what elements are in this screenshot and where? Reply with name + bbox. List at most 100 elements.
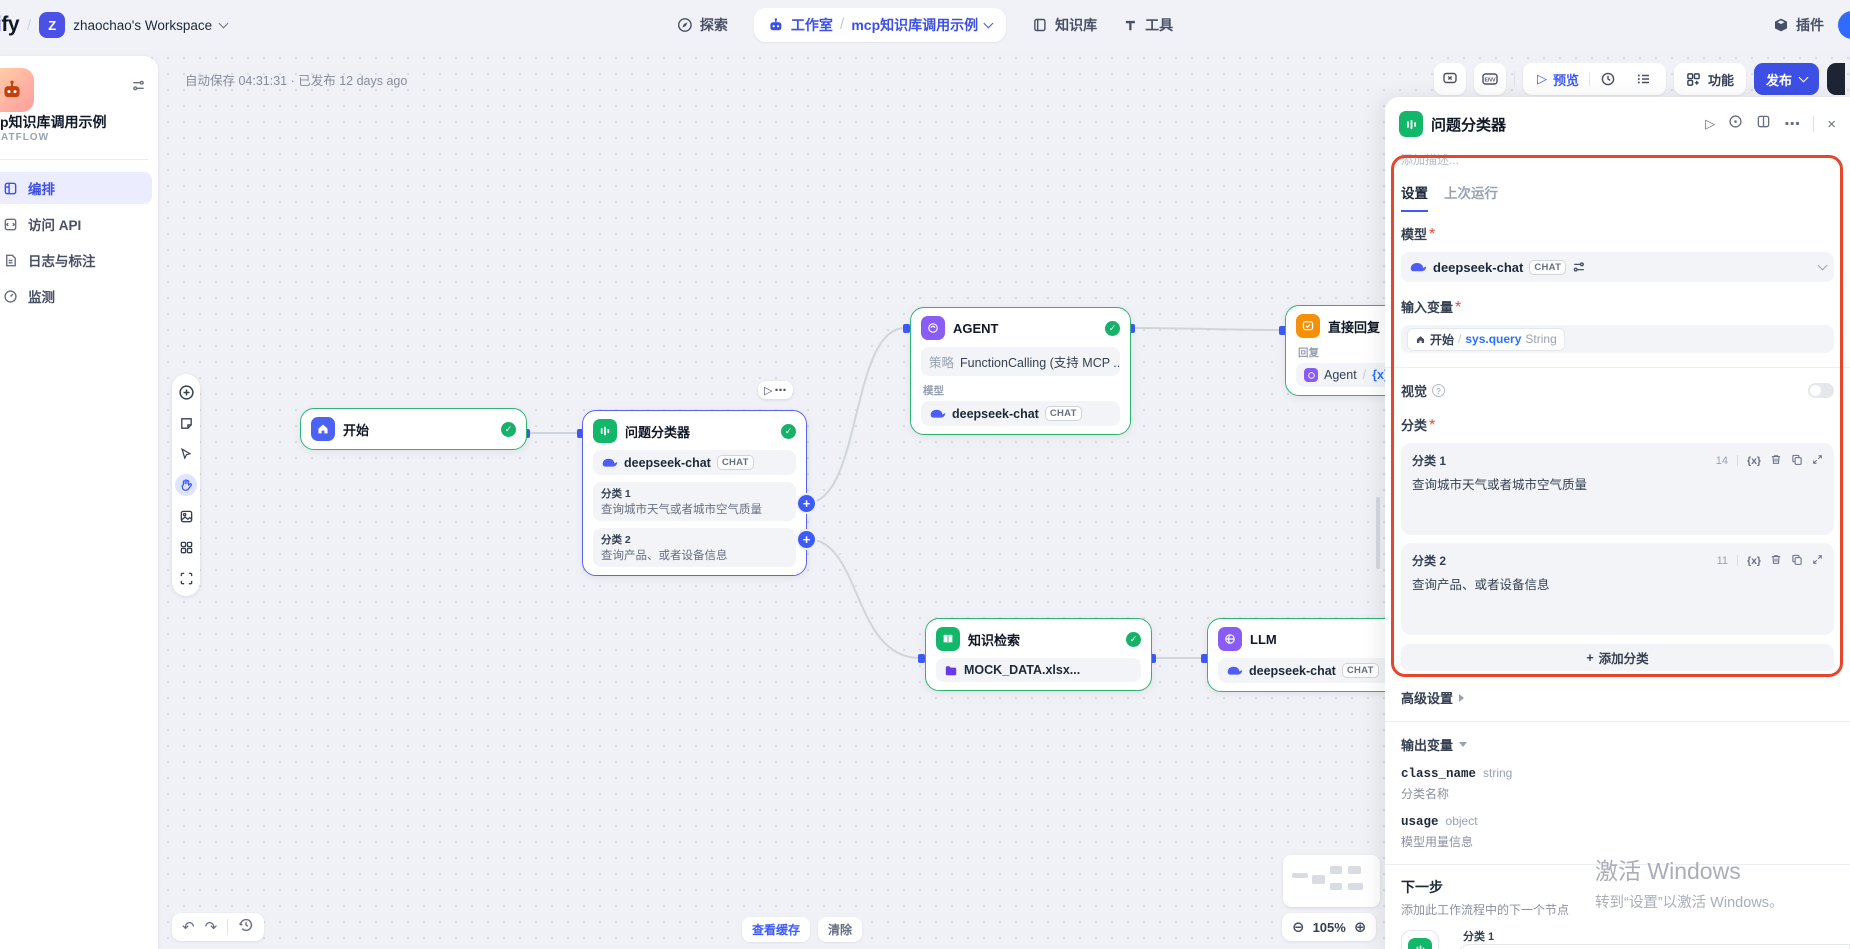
sidebar-item-logs[interactable]: 日志与标注 [0, 244, 152, 276]
zoom-out-icon[interactable]: ⊖ [1292, 919, 1305, 936]
home-icon [1415, 334, 1426, 345]
nav-tools[interactable]: 工具 [1123, 15, 1173, 35]
input-variable-selector[interactable]: 开始 / sys.query String [1401, 325, 1834, 353]
plus-icon: + [1586, 650, 1594, 665]
export-image-button[interactable] [175, 505, 197, 527]
expand-icon[interactable] [1812, 554, 1823, 568]
trash-icon[interactable] [1770, 453, 1782, 469]
add-node-button[interactable] [175, 381, 197, 403]
env-variables-button[interactable]: ENV [1473, 63, 1506, 95]
model-name: deepseek-chat [952, 406, 1039, 421]
next-step-preview: 分类 1 Agent [1401, 928, 1850, 949]
output-variable-toggle[interactable]: 输出变量 [1401, 735, 1834, 754]
preview-button[interactable]: ▷ 预览 [1527, 63, 1589, 95]
clear-cache-button[interactable]: 清除 [818, 917, 863, 942]
tab-settings[interactable]: 设置 [1401, 182, 1428, 212]
canvas-tool-rail [172, 374, 200, 596]
app-icon[interactable] [0, 68, 34, 112]
view-cache-button[interactable]: 查看缓存 [742, 917, 811, 942]
run-history-button[interactable] [1590, 63, 1626, 95]
model-params-icon[interactable] [1572, 260, 1586, 274]
trash-icon[interactable] [1770, 553, 1782, 569]
variable-insert-icon[interactable]: {x} [1746, 554, 1761, 567]
expand-icon[interactable] [1812, 454, 1823, 468]
features-button[interactable]: 功能 [1673, 63, 1746, 95]
sidebar-item-monitoring[interactable]: 监测 [0, 280, 152, 312]
version-history-button[interactable] [238, 917, 254, 937]
vision-label: 视觉 [1401, 384, 1428, 399]
sidebar-item-label: 日志与标注 [28, 254, 96, 269]
help-icon[interactable]: ? [1432, 384, 1446, 397]
model-selector[interactable]: deepseek-chat CHAT [1401, 252, 1834, 282]
sidebar-item-orchestrate[interactable]: 编排 [0, 172, 152, 204]
workspace-avatar[interactable]: Z [39, 12, 66, 38]
add-node-port[interactable]: + [798, 531, 815, 548]
assistant-button[interactable] [1827, 63, 1845, 95]
sidebar-item-api[interactable]: 访问 API [0, 208, 152, 240]
advanced-settings-toggle[interactable]: 高级设置 [1401, 688, 1834, 707]
node-start[interactable]: 开始 ✓ [300, 408, 527, 450]
publish-button[interactable]: 发布 [1753, 63, 1819, 95]
zoom-in-icon[interactable]: ⊕ [1353, 919, 1367, 936]
organize-nodes-button[interactable] [175, 536, 197, 558]
hand-tool-button[interactable] [175, 474, 197, 496]
nav-knowledge[interactable]: 知识库 [1032, 15, 1097, 35]
variable-inspect-button[interactable] [1433, 63, 1466, 95]
tab-last-run[interactable]: 上次运行 [1444, 186, 1498, 201]
user-avatar[interactable] [1838, 11, 1850, 39]
close-icon[interactable]: × [1827, 115, 1836, 133]
zoom-level[interactable]: 105% [1312, 919, 1346, 935]
add-class-button[interactable]: + 添加分类 [1401, 644, 1834, 671]
checkpoint-icon[interactable] [1728, 114, 1743, 134]
class-text[interactable]: 查询产品、或者设备信息 [1412, 578, 1550, 592]
node-agent[interactable]: AGENT ✓ 策略 FunctionCalling (支持 MCP ... 模… [910, 307, 1131, 435]
vision-toggle[interactable] [1808, 383, 1834, 398]
checklist-button[interactable] [1626, 63, 1662, 95]
model-type-badge: CHAT [1341, 663, 1379, 678]
description-placeholder[interactable]: 添加描述... [1401, 153, 1460, 167]
toolbar-divider [1513, 71, 1515, 87]
redo-button[interactable]: ↷ [204, 919, 218, 936]
split-view-icon[interactable] [1756, 114, 1771, 134]
nav-tools-label: 工具 [1145, 17, 1174, 33]
workspace-name[interactable]: zhaochao's Workspace [73, 17, 213, 33]
run-node-icon[interactable]: ▷ [764, 384, 773, 397]
more-icon[interactable]: ⋯ [774, 383, 788, 397]
pointer-tool-button[interactable] [175, 443, 197, 465]
node-knowledge-retrieval[interactable]: 知识检索 ✓ MOCK_DATA.xlsx... [925, 618, 1152, 691]
add-note-button[interactable] [175, 412, 197, 434]
class-name: 分类 1 [1412, 454, 1447, 468]
model-type-badge: CHAT [1529, 259, 1567, 275]
scrollbar-thumb[interactable] [1376, 497, 1380, 569]
reply-label: 回复 [1298, 347, 1319, 359]
success-check-icon: ✓ [1126, 631, 1141, 647]
nav-studio-pill[interactable]: 工作室 / mcp知识库调用示例 [753, 8, 1007, 42]
more-icon[interactable]: ⋯ [1784, 116, 1801, 133]
copy-icon[interactable] [1791, 453, 1803, 469]
class-card-1[interactable]: 分类 1 14 {x} 查询城市天气或者城市空气质量 [1401, 443, 1834, 535]
class-text[interactable]: 查询城市天气或者城市空气质量 [1412, 478, 1588, 492]
next-node-agent[interactable]: Agent [1459, 944, 1850, 949]
chevron-down-icon[interactable] [983, 18, 994, 29]
folder-icon [944, 664, 958, 677]
chevron-down-icon[interactable] [218, 18, 229, 29]
nav-explore[interactable]: 探索 [677, 15, 728, 35]
strategy-label: 策略 [929, 356, 955, 370]
app-settings-icon[interactable] [131, 78, 146, 98]
history-pill: ↶ ↷ [172, 913, 265, 941]
copy-icon[interactable] [1791, 553, 1803, 569]
class-card-2[interactable]: 分类 2 11 {x} 查询产品、或者设备信息 [1401, 543, 1834, 635]
input-variable-label: 输入变量 [1401, 300, 1454, 315]
add-node-port[interactable]: + [798, 495, 815, 512]
minimap[interactable] [1283, 855, 1380, 907]
variable-insert-icon[interactable]: {x} [1746, 454, 1761, 467]
model-name: deepseek-chat [1433, 259, 1524, 275]
node-question-classifier[interactable]: 问题分类器 ✓ deepseek-chat CHAT 分类 1 查询城市天气或者… [582, 410, 807, 576]
model-name: deepseek-chat [624, 455, 711, 470]
run-node-button[interactable]: ▷ [1705, 116, 1716, 131]
output-desc: 分类名称 [1401, 787, 1450, 801]
undo-button[interactable]: ↶ [182, 919, 195, 936]
fit-view-button[interactable] [175, 567, 197, 589]
logs-icon [2, 253, 18, 268]
nav-plugins[interactable]: 插件 [1773, 15, 1824, 35]
